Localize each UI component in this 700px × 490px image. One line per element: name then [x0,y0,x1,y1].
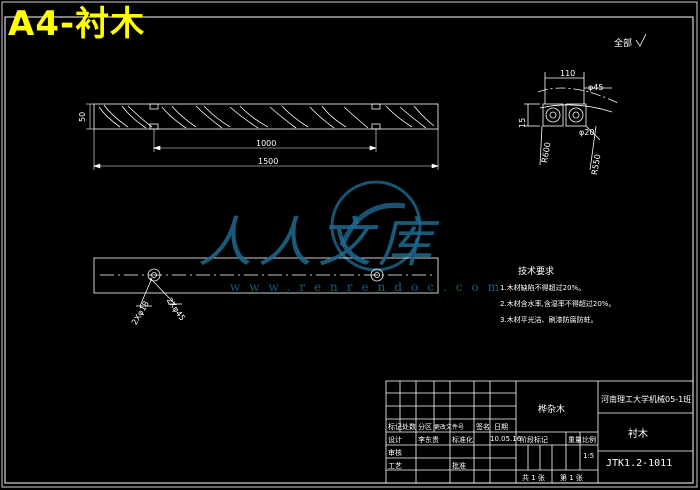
row-label-sign: 签名 [476,423,490,431]
craft-label: 工艺 [388,462,402,470]
roughness-label: 全部 [614,39,633,49]
front-view [93,103,439,130]
notes-heading: 技术要求 [518,267,555,277]
drawing-title: A4-衬木 [8,4,146,44]
dim-1500: 1500 [258,157,279,166]
dim-1000: 1000 [256,139,277,148]
technical-notes: 技术要求 1.木材缺陷不得超过20%。 2.木材含水率,含湿率不得超过20%。 … [500,264,615,328]
dim-110: 110 [560,69,576,78]
dim-phi45: φ45 [588,83,604,92]
row-label-count: 处数 [402,423,416,431]
front-view-dimensions [86,103,439,170]
designer-label: 设计 [388,436,402,444]
note-item: 2.木材含水率,含湿率不得超过20%。 [500,300,616,308]
weight-label: 重量 [568,436,582,444]
check-label: 审核 [388,449,402,457]
note-item: 1.木材缺陷不得超过20%。 [500,284,586,292]
top-view [93,257,439,307]
std-label: 标准化 [452,436,473,444]
row-label-change-doc: 更改文件号 [434,424,465,431]
row-label-mark: 标记 [388,423,402,431]
scale-value: 1:5 [583,452,595,460]
designer-name: 李东贵 [418,436,439,444]
dim-height-50: 50 [78,111,87,122]
approve-label: 批准 [452,462,466,470]
dim-15: 15 [518,117,527,128]
side-view [524,72,621,171]
row-label-date: 日期 [494,423,508,431]
title-block-frame [385,380,694,484]
scale-label: 比例 [582,436,596,444]
note-item: 3.木材平光洁、刷漆防腐防蛀。 [500,316,598,324]
watermark-text: 人人文库 [198,211,438,274]
watermark-url: www.renrendoc.com [230,280,509,294]
stage-label: 阶段标记 [520,436,548,444]
watermark-logo [330,180,422,272]
part-name: 衬木 [628,429,648,440]
school-name: 河南理工大学机械05-1班 [601,395,692,404]
inner-frame [4,16,694,484]
drawing-number: JTK1.2-1011 [606,458,673,469]
sheet-no: 第 1 张 [560,474,583,482]
sheet-total: 共 1 张 [522,474,545,482]
date-value: 10.05.16 [490,435,522,443]
dim-phi20: φ20 [579,128,595,137]
material-name: 桦杂木 [538,405,566,415]
row-label-zone: 分区 [418,423,432,431]
roughness-symbol-icon [635,33,647,47]
